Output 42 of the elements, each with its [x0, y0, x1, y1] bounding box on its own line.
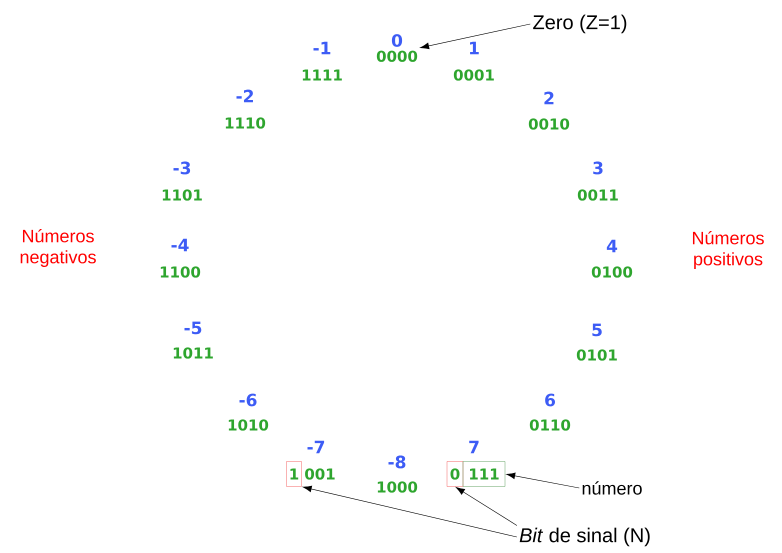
binary-code: 001: [305, 468, 335, 480]
side-label: Números positivos: [692, 231, 764, 269]
decimal-value: -6: [240, 394, 257, 406]
arrow: [506, 472, 580, 488]
binary-code: 1110: [226, 117, 266, 129]
decimal-value: -7: [308, 440, 324, 454]
decimal-value: 5: [592, 324, 602, 336]
binary-code: 1111: [302, 70, 342, 80]
binary-code: 0001: [454, 69, 494, 81]
callout-text: número: [582, 481, 642, 495]
decimal-value: -5: [184, 322, 202, 334]
binary-code: 1100: [160, 266, 200, 278]
arrow: [456, 487, 518, 526]
binary-code: 0101: [576, 349, 617, 361]
side-label: Números negativos: [20, 229, 96, 267]
arrow: [302, 486, 518, 538]
callout-text: Zero (Z=1): [533, 14, 626, 34]
binary-code: 1000: [378, 481, 418, 493]
decimal-value: -4: [172, 238, 189, 252]
decimal-value: -3: [174, 162, 190, 174]
decimal-value: 7: [469, 440, 479, 454]
binary-code: 1101: [162, 189, 202, 201]
sign-bit-box: 0: [446, 461, 464, 487]
arrow: [420, 24, 531, 50]
callout-text: Bit de sinal (N): [520, 528, 650, 546]
decimal-value: 1: [470, 42, 479, 54]
binary-code: 0100: [592, 266, 632, 278]
magnitude-box: 111: [462, 461, 506, 487]
binary-code: 0011: [578, 189, 618, 201]
wheel-entry: 0 0000: [376, 34, 418, 62]
decimal-value: 2: [544, 92, 554, 104]
binary-code: 0110: [530, 419, 570, 431]
decimal-value: 6: [545, 394, 555, 406]
decimal-value: -2: [236, 90, 253, 102]
decimal-value: -1: [314, 42, 330, 54]
decimal-value: 4: [606, 240, 618, 252]
binary-code: 1010: [228, 419, 268, 431]
decimal-value: 3: [593, 162, 603, 174]
sign-bit-box: 1: [286, 461, 302, 487]
binary-code: 0010: [528, 118, 570, 130]
binary-code: 1011: [174, 347, 213, 359]
decimal-value: -8: [388, 456, 406, 468]
